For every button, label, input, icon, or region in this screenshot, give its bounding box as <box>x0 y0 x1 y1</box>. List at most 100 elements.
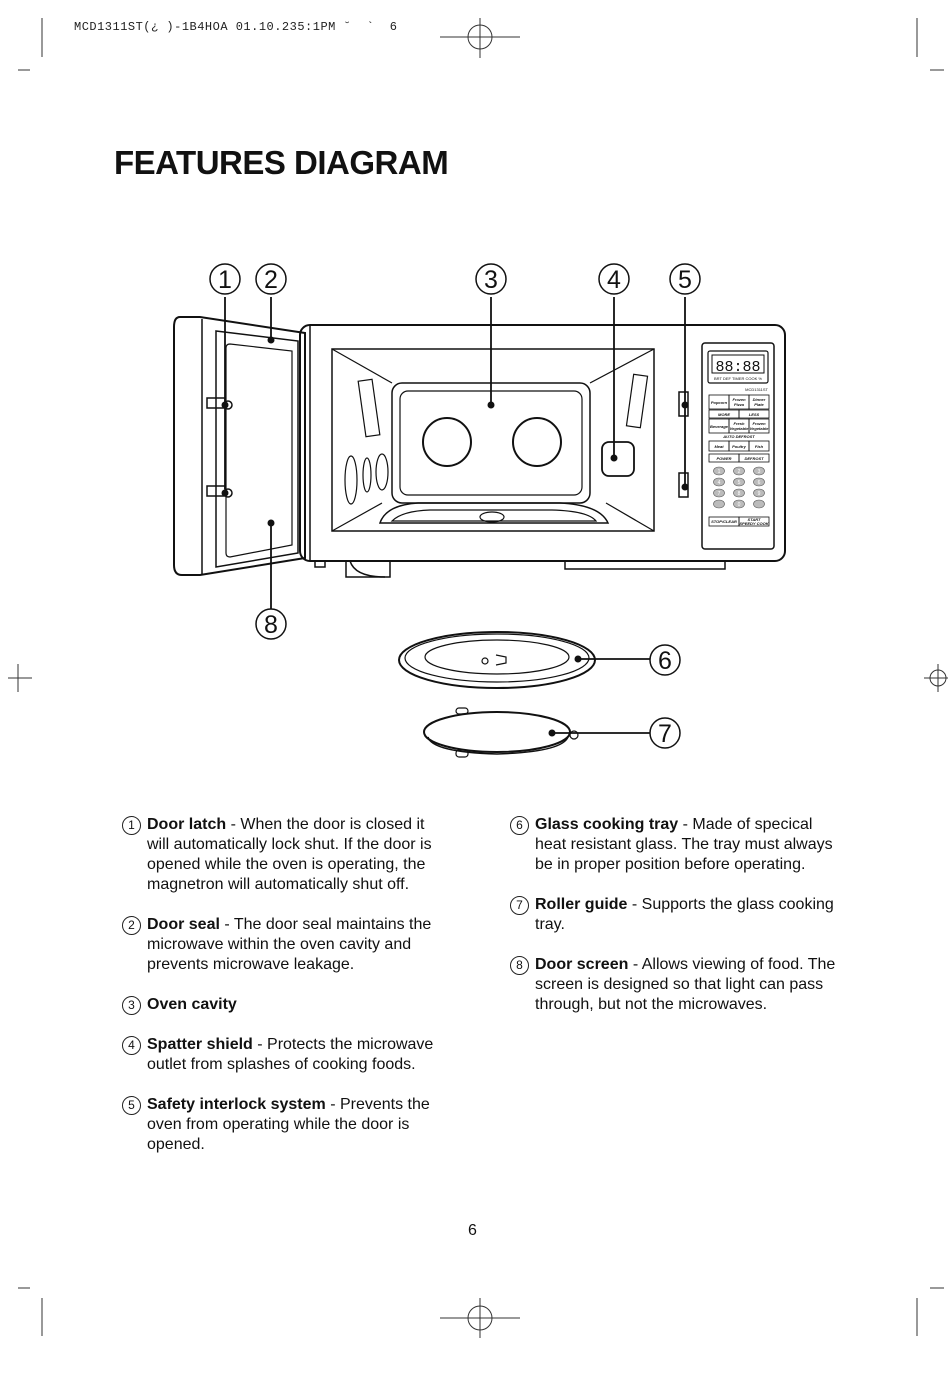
feature-number: 1 <box>122 816 141 835</box>
fresh-vegetable-label: Fresh <box>734 421 745 426</box>
dinner-plate-label-2: Plate <box>754 402 764 407</box>
feature-number: 3 <box>122 996 141 1015</box>
feature-description: - Supports the glass cooking tray. <box>535 896 834 933</box>
feature-term: Spatter shield <box>147 1036 253 1053</box>
interlock-slot-bottom <box>678 472 689 498</box>
feature-number: 4 <box>122 1036 141 1055</box>
oven-body <box>299 324 786 562</box>
dinner-plate-label: Dinner <box>753 397 766 402</box>
feature-description: - When the door is closed it will automa… <box>147 816 432 893</box>
frozen-vegetable-label: Frozen <box>752 421 766 426</box>
more-label: MORE <box>718 412 730 417</box>
keypad-digit: 2 <box>738 469 741 475</box>
frozen-pizza-label: Frozen <box>732 397 746 402</box>
feature-description: - Protects the microwave outlet from spl… <box>147 1036 434 1073</box>
page-number: 6 <box>468 1222 477 1239</box>
keypad-digit: 1 <box>718 469 721 475</box>
keypad-button <box>713 488 725 498</box>
keypad-button <box>713 477 725 487</box>
roller-guide <box>423 707 579 758</box>
less-label: LESS <box>749 412 760 417</box>
callout-number-2: 2 <box>264 266 278 294</box>
meat-label: Meat <box>714 444 724 449</box>
poultry-label: Poultry <box>732 444 747 449</box>
door-latch <box>206 397 233 498</box>
feature-item-1: 1 Door latch - When the door is closed it… <box>122 815 442 895</box>
defrost-label: DEFROST <box>744 456 764 461</box>
callout-circle-1 <box>209 263 241 295</box>
glass-tray <box>398 631 596 689</box>
callout-number-8: 8 <box>264 611 278 639</box>
speedy-cook-label: SPEEDY COOK <box>739 521 769 526</box>
callout-circle-4 <box>598 263 630 295</box>
frozen-vegetable-label-2: Vegetable <box>750 426 770 431</box>
feature-item-2: 2 Door seal - The door seal maintains the… <box>122 915 442 975</box>
keypad-button <box>733 488 745 498</box>
auto-defrost-label: AUTO DEFROST <box>722 434 755 439</box>
callout-number-7: 7 <box>658 720 672 748</box>
start-label: START <box>748 517 762 522</box>
feature-description: - The door seal maintains the microwave … <box>147 916 432 973</box>
callout-circle-3 <box>475 263 507 295</box>
display-indicators: BRT DEF TIMER COOK % <box>714 376 762 381</box>
keypad-digit: 4 <box>718 480 721 486</box>
model-label: MCD1311ST <box>745 387 768 392</box>
keypad-button <box>733 499 745 509</box>
keypad-button <box>733 466 745 476</box>
fish-label: Fish <box>755 444 764 449</box>
feature-number: 5 <box>122 1096 141 1115</box>
feature-item-4: 4 Spatter shield - Protects the microwave… <box>122 1035 442 1075</box>
power-label: POWER <box>716 456 731 461</box>
keypad-digit: 6 <box>758 480 761 486</box>
keypad-digit: 5 <box>738 480 741 486</box>
frozen-pizza-label-2: Pizza <box>734 402 745 407</box>
keypad-button <box>753 477 765 487</box>
control-panel <box>701 342 775 550</box>
fresh-vegetable-label-2: Vegetable <box>730 426 750 431</box>
feature-number: 6 <box>510 816 529 835</box>
feature-number: 2 <box>122 916 141 935</box>
features-diagram: 88:88 BRT DEF TIMER COOK % MCD1311ST Pop… <box>173 263 786 758</box>
callout-circle-2 <box>255 263 287 295</box>
keypad-digit: 3 <box>758 469 761 475</box>
keypad-button <box>713 466 725 476</box>
popcorn-label: Popcorn <box>711 400 728 405</box>
display-readout: 88:88 <box>715 359 760 376</box>
oven-cavity <box>331 348 655 532</box>
callout-number-6: 6 <box>658 647 672 675</box>
callout-circle-6 <box>649 644 681 676</box>
feature-term: Door seal <box>147 916 220 933</box>
callout-number-1: 1 <box>218 266 232 294</box>
feature-description: - Prevents the oven from operating while… <box>147 1096 430 1153</box>
callout-circle-5 <box>669 263 701 295</box>
callout-number-3: 3 <box>484 266 498 294</box>
feature-term: Door latch <box>147 816 227 833</box>
oven-door <box>173 316 306 576</box>
keypad-button <box>733 477 745 487</box>
keypad-button <box>713 499 725 509</box>
leader-lines <box>224 297 686 734</box>
stop-clear-label: STOP/CLEAR <box>711 519 737 524</box>
keypad-digit: 7 <box>718 491 721 497</box>
page-title: FEATURES DIAGRAM <box>114 144 449 181</box>
feature-term: Door screen <box>535 956 629 973</box>
keypad-button <box>753 499 765 509</box>
callout-number-4: 4 <box>607 266 621 294</box>
feature-list-left: 1 Door latch - When the door is closed it… <box>122 815 442 1175</box>
feature-number: 8 <box>510 956 529 975</box>
feature-term: Roller guide <box>535 896 628 913</box>
keypad-digit: 8 <box>738 491 741 497</box>
spatter-shield <box>601 441 635 477</box>
print-header: MCD1311ST(¿ )-1B4HOA 01.10.235:1PM ˘ ` 6 <box>74 20 398 34</box>
callout-number-5: 5 <box>678 266 692 294</box>
oven-base <box>345 561 391 578</box>
feature-term: Glass cooking tray <box>535 816 679 833</box>
keypad-digit: 9 <box>758 491 761 497</box>
callout-circle-7 <box>649 717 681 749</box>
